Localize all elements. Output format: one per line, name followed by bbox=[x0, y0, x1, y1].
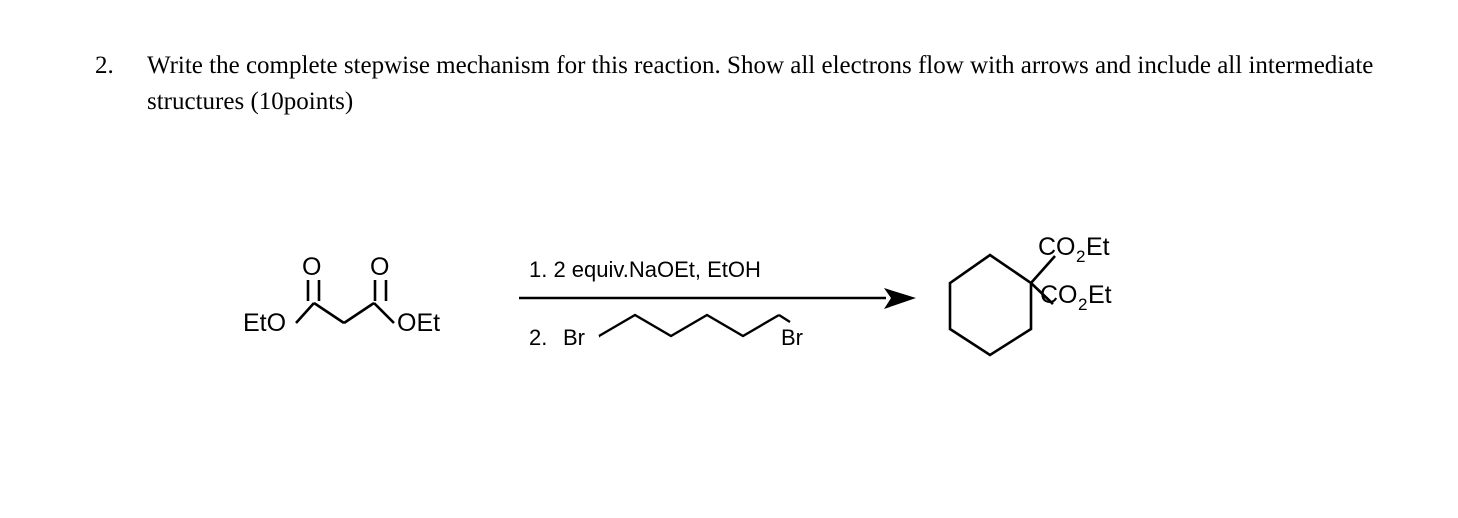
product-ester-bottom-co: CO bbox=[1040, 281, 1078, 309]
product-ester-top-subscript: 2 bbox=[1076, 247, 1085, 266]
reactant-label-carbonyl-o-right: O bbox=[370, 253, 389, 281]
question-number: 2. bbox=[95, 52, 114, 79]
condition-step-1: 1. 2 equiv.NaOEt, EtOH bbox=[529, 257, 761, 282]
product-cyclohexane-ring bbox=[948, 253, 1033, 357]
product-label-ester-bottom: CO 2 Et bbox=[1040, 281, 1112, 314]
product-ester-top-et: Et bbox=[1086, 233, 1110, 261]
reactant-bond-o-c-left bbox=[295, 302, 315, 324]
condition-step-2-number: 2. bbox=[529, 325, 547, 350]
reaction-conditions: 1. 2 equiv.NaOEt, EtOH 2. Br Br bbox=[529, 257, 803, 350]
question-text: Write the complete stepwise mechanism fo… bbox=[147, 52, 1374, 115]
product-structure: CO 2 Et CO 2 Et bbox=[948, 233, 1112, 357]
reactant-bond-c-ch2-left bbox=[313, 301, 345, 325]
dibromopentane-chain bbox=[598, 313, 791, 338]
reaction-arrow bbox=[519, 288, 916, 309]
product-ester-top-co: CO bbox=[1038, 233, 1076, 261]
product-bond-to-ester-bottom bbox=[1030, 282, 1054, 305]
reactant-label-eto: EtO bbox=[243, 309, 286, 337]
reaction-arrow-head bbox=[884, 288, 916, 309]
condition-step-2-br-left: Br bbox=[563, 325, 585, 350]
condition-step-2-br-right: Br bbox=[781, 325, 803, 350]
product-ester-bottom-subscript: 2 bbox=[1078, 295, 1087, 314]
question-block: 2. Write the complete stepwise mechanism… bbox=[95, 48, 1385, 120]
dibromopentane-br-right-bond bbox=[778, 313, 791, 324]
reactant-diethyl-malonate: EtO OEt O O bbox=[243, 253, 440, 337]
dibromopentane-backbone bbox=[598, 313, 780, 338]
reactant-label-carbonyl-o-left: O bbox=[302, 253, 321, 281]
product-label-ester-top: CO 2 Et bbox=[1038, 233, 1110, 266]
product-bond-to-ester-top bbox=[1030, 255, 1056, 284]
product-ester-bottom-et: Et bbox=[1088, 281, 1112, 309]
reactant-bond-ch2-c-right bbox=[343, 301, 375, 325]
reactant-label-oet: OEt bbox=[397, 309, 440, 337]
reactant-bond-c-o-right bbox=[373, 302, 395, 324]
